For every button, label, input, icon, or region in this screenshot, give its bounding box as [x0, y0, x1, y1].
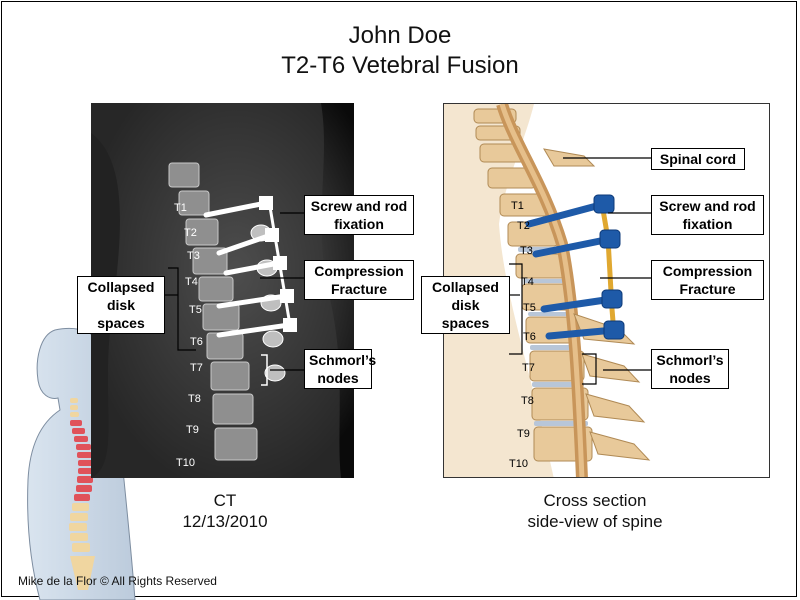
xs-callout-screw-rod-line1: Screw and rod: [659, 198, 756, 214]
xs-callout-spinal-cord-text: Spinal cord: [659, 151, 737, 167]
ct-label-t4: T4: [185, 276, 198, 288]
xs-callout-collapsed-line1: Collapsed: [432, 279, 499, 295]
xs-label-t2: T2: [517, 220, 530, 232]
ct-callout-schmorl-line1: Schmorl’s: [309, 352, 377, 368]
ct-rod: [267, 200, 293, 332]
ct-callout-schmorl-line2: nodes: [317, 370, 359, 386]
ct-label-t1: T1: [174, 202, 187, 214]
xs-callout-compression-line1: Compression: [662, 263, 753, 279]
xs-callout-schmorl-line1: Schmorl’s: [656, 352, 724, 368]
xs-callout-collapsed: Collapsed disk spaces: [421, 276, 510, 334]
ct-label-t3: T3: [187, 250, 200, 262]
ct-label-t8: T8: [188, 393, 201, 405]
xs-label-t5: T5: [523, 302, 536, 314]
ct-label-t7: T7: [190, 362, 203, 374]
ct-callout-screw-rod: Screw and rod fixation: [304, 195, 414, 235]
xs-label-t1: T1: [511, 200, 524, 212]
xs-rod: [599, 203, 617, 335]
xs-label-t7: T7: [522, 362, 535, 374]
xs-callout-spinal-cord: Spinal cord: [651, 148, 745, 170]
ct-callout-collapsed: Collapsed disk spaces: [77, 276, 165, 334]
xs-caption-line1: Cross section: [543, 491, 647, 510]
xs-caption-line2: side-view of spine: [527, 512, 663, 531]
ct-callout-compression: Compression Fracture: [304, 260, 414, 300]
ct-callout-screw-rod-line1: Screw and rod: [310, 198, 408, 214]
xs-label-t8: T8: [521, 395, 534, 407]
xs-callout-compression-line2: Fracture: [679, 281, 736, 297]
xs-label-t3: T3: [520, 245, 533, 257]
title-procedure: T2-T6 Vetebral Fusion: [281, 52, 519, 79]
ct-callout-collapsed-line2: disk spaces: [97, 297, 145, 331]
xs-callout-schmorl: Schmorl’s nodes: [651, 349, 729, 389]
ct-caption-line1: CT: [213, 491, 237, 510]
ct-callout-collapsed-line1: Collapsed: [87, 279, 155, 295]
xs-vertebral-bodies: [473, 108, 593, 462]
xs-callout-compression: Compression Fracture: [651, 260, 764, 300]
spine-illustration: [69, 398, 95, 590]
xs-callout-screw-rod: Screw and rod fixation: [651, 195, 764, 235]
ct-callout-screw-rod-line2: fixation: [334, 216, 384, 232]
ct-callout-schmorl: Schmorl’s nodes: [304, 349, 377, 389]
title-patient-name: John Doe: [348, 22, 452, 49]
xs-label-t6: T6: [523, 331, 536, 343]
ct-callout-compression-line1: Compression: [314, 263, 404, 279]
xs-caption: Cross section side-view of spine: [495, 490, 695, 532]
ct-vertebrae-stack: [168, 162, 258, 461]
ct-label-t2: T2: [184, 227, 197, 239]
xs-callout-screw-rod-line2: fixation: [682, 216, 733, 232]
xs-label-t10: T10: [509, 458, 528, 470]
xs-label-t9: T9: [517, 428, 530, 440]
ct-label-t10: T10: [176, 457, 195, 469]
ct-screws: [203, 200, 292, 338]
xs-callout-schmorl-line2: nodes: [669, 370, 711, 386]
ct-label-t9: T9: [186, 424, 199, 436]
xs-callout-collapsed-line2: disk spaces: [441, 297, 490, 331]
xs-screw-heads: [593, 194, 625, 340]
ct-label-t6: T6: [190, 336, 203, 348]
ct-caption-line2: 12/13/2010: [182, 512, 268, 531]
ct-callout-compression-line2: Fracture: [330, 281, 388, 297]
xs-screws: [525, 200, 618, 340]
copyright-credit: Mike de la Flor © All Rights Reserved: [18, 574, 217, 588]
ct-caption: CT 12/13/2010: [165, 490, 285, 532]
ct-label-t5: T5: [189, 304, 202, 316]
xs-label-t4: T4: [521, 276, 534, 288]
